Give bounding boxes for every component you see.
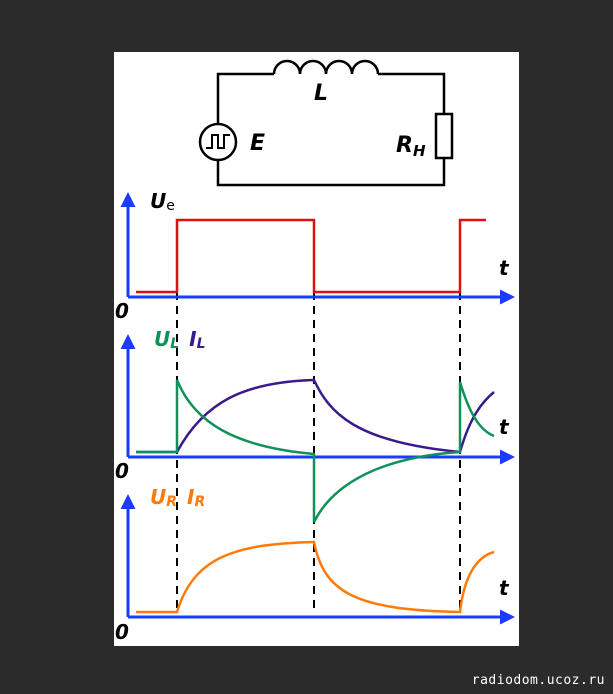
watermark: radiodom.ucoz.ru: [471, 673, 605, 688]
circuit-schematic: [198, 59, 454, 187]
wire-right-bottom: [216, 158, 446, 187]
axes: [120, 192, 515, 625]
resistor: [434, 112, 454, 160]
input-pulse-curve: [136, 218, 486, 294]
square-wave-symbol-icon: [206, 134, 230, 149]
wire-top-left: [216, 72, 274, 125]
resistor-label: RН: [396, 133, 426, 160]
wire-top-right: [378, 72, 446, 114]
transition-markers: [176, 292, 461, 612]
resistor-voltage-curve: [136, 540, 495, 614]
resistor-x-label: t: [499, 576, 510, 600]
inductor-current-curve: [136, 378, 495, 454]
inductor-x-label: t: [499, 415, 510, 439]
source-label: E: [250, 131, 265, 156]
input-y-label: Ue: [150, 189, 175, 214]
voltage-source: [198, 122, 238, 162]
resistor-origin: 0: [115, 620, 129, 644]
inductor-label: L: [314, 81, 328, 106]
inductor-origin: 0: [115, 459, 129, 483]
inductor-voltage-curve: [136, 379, 495, 523]
inductor-coil: [272, 59, 380, 75]
input-origin: 0: [115, 299, 129, 323]
input-x-label: t: [499, 256, 510, 280]
